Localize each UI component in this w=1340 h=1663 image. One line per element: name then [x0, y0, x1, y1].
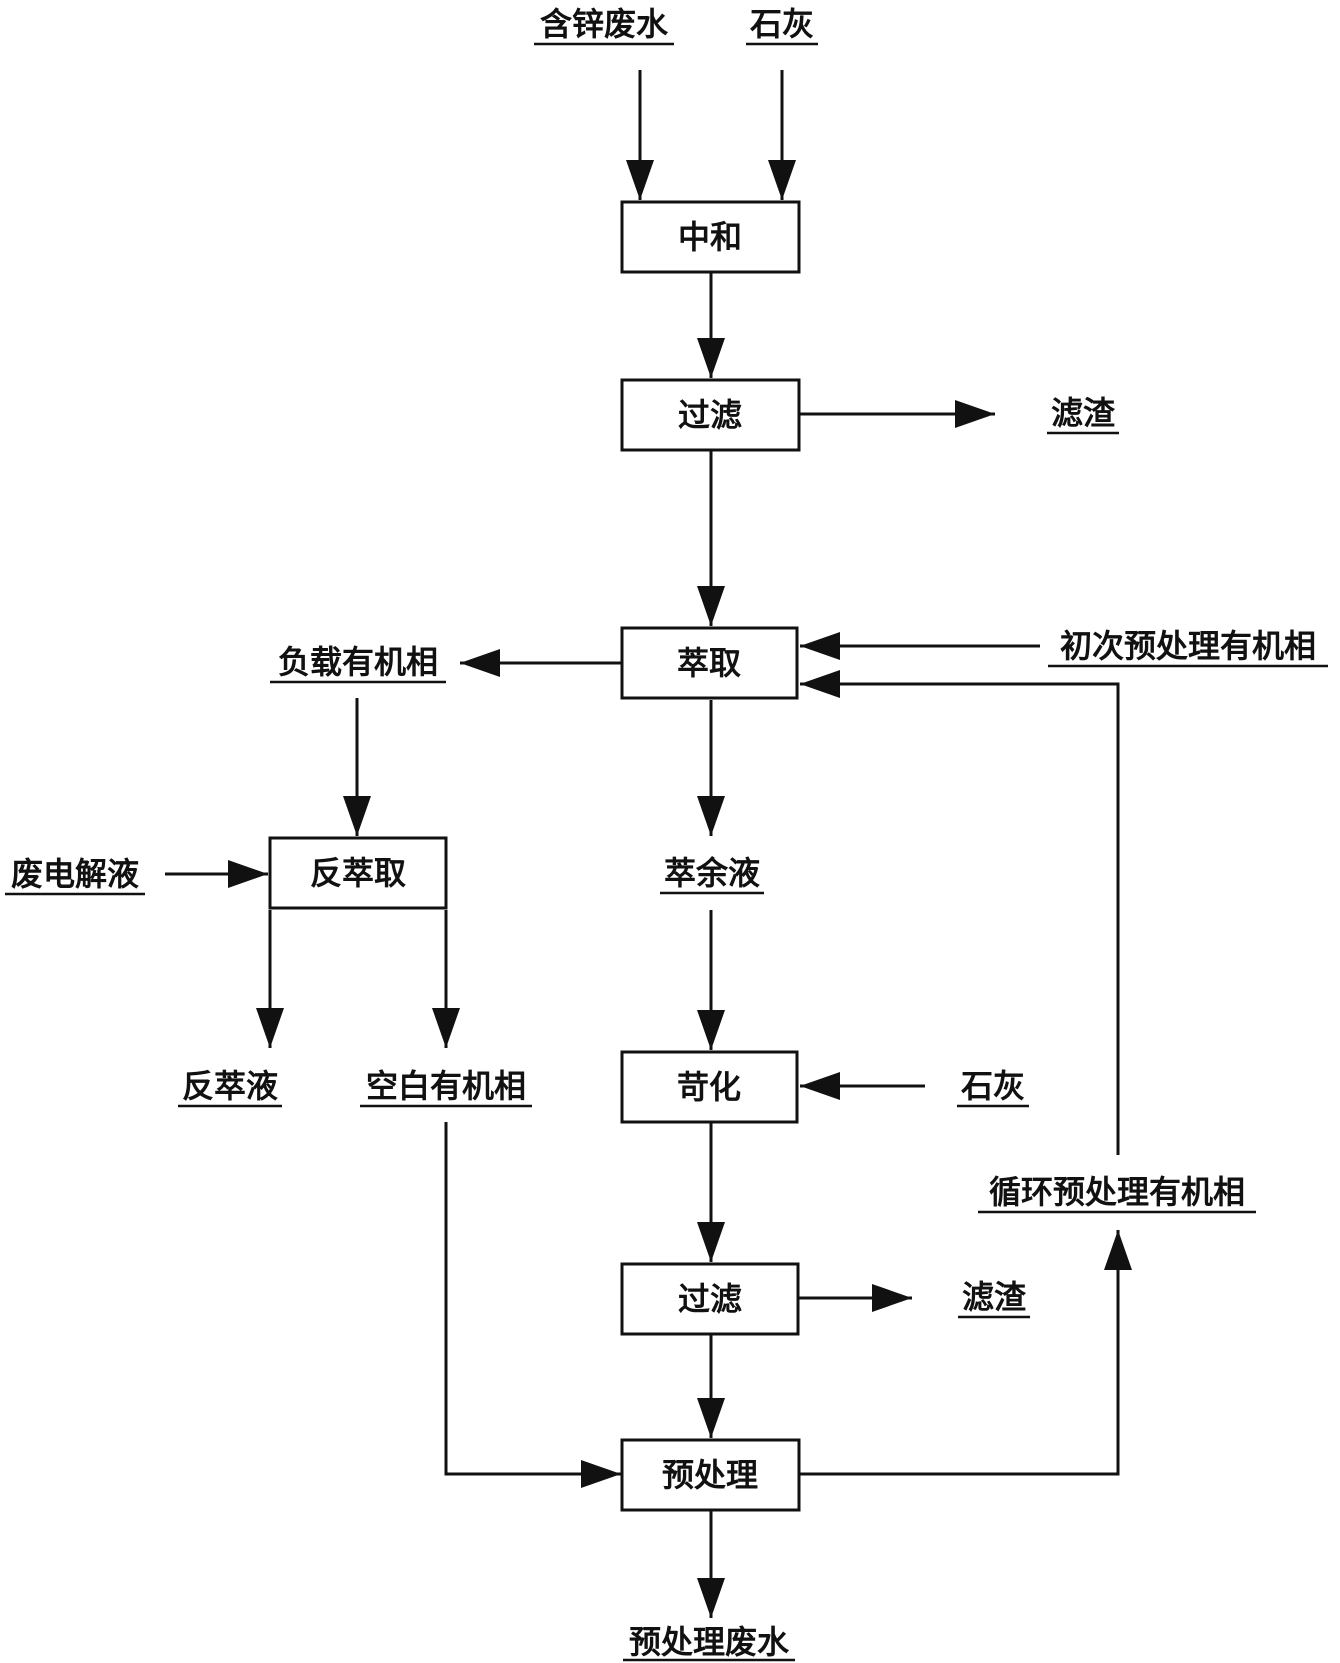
box-strip: 反萃取	[268, 836, 448, 910]
svg-text:石灰: 石灰	[960, 1067, 1025, 1105]
label-blank-organic: 空白有机相	[360, 1067, 532, 1108]
svg-text:废电解液: 废电解液	[11, 855, 139, 893]
edges	[165, 70, 1132, 1618]
box-extract: 萃取	[620, 626, 799, 700]
svg-text:预处理废水: 预处理废水	[629, 1623, 790, 1661]
box-neutralize-label: 中和	[678, 218, 742, 256]
svg-text:循环预处理有机相: 循环预处理有机相	[989, 1173, 1245, 1211]
svg-text:含锌废水: 含锌废水	[540, 5, 669, 43]
box-causticize: 苛化	[620, 1050, 799, 1124]
box-pretreat: 预处理	[620, 1438, 801, 1512]
svg-text:石灰: 石灰	[749, 5, 814, 43]
box-neutralize: 中和	[620, 200, 801, 274]
box-filter-1: 过滤	[620, 378, 801, 452]
svg-text:空白有机相: 空白有机相	[366, 1067, 526, 1105]
label-lime-top: 石灰	[746, 5, 818, 46]
label-strip-liquor: 反萃液	[178, 1067, 282, 1108]
svg-text:滤渣: 滤渣	[962, 1278, 1027, 1316]
label-loaded-organic: 负载有机相	[270, 643, 446, 684]
box-strip-label: 反萃取	[310, 854, 406, 892]
label-pretreated-wastewater: 预处理废水	[623, 1623, 795, 1662]
box-causticize-label: 苛化	[677, 1068, 741, 1106]
box-pretreat-label: 预处理	[662, 1456, 758, 1494]
label-recycled-pretreated-organic: 循环预处理有机相	[978, 1173, 1256, 1214]
svg-text:初次预处理有机相: 初次预处理有机相	[1060, 627, 1316, 665]
box-filter-1-label: 过滤	[678, 396, 742, 434]
label-residue-2: 滤渣	[958, 1278, 1030, 1319]
svg-text:滤渣: 滤渣	[1051, 394, 1116, 432]
edge-pretreat-to-recycled-organic	[800, 1230, 1132, 1476]
svg-text:负载有机相: 负载有机相	[278, 643, 438, 681]
svg-text:萃余液: 萃余液	[664, 854, 760, 892]
label-zinc-wastewater: 含锌废水	[534, 5, 674, 46]
svg-text:反萃液: 反萃液	[182, 1067, 278, 1105]
label-residue-1: 滤渣	[1047, 394, 1119, 435]
label-raffinate: 萃余液	[660, 854, 764, 895]
box-filter-2: 过滤	[620, 1262, 800, 1336]
label-lime-mid: 石灰	[957, 1067, 1029, 1108]
box-filter-2-label: 过滤	[678, 1280, 742, 1318]
box-extract-label: 萃取	[677, 644, 741, 682]
edge-blank-organic-to-pretreat	[444, 1122, 621, 1488]
edge-recycled-organic-to-extract	[800, 670, 1120, 1155]
label-initial-pretreated-organic: 初次预处理有机相	[1048, 627, 1328, 668]
label-spent-electrolyte: 废电解液	[5, 855, 145, 896]
